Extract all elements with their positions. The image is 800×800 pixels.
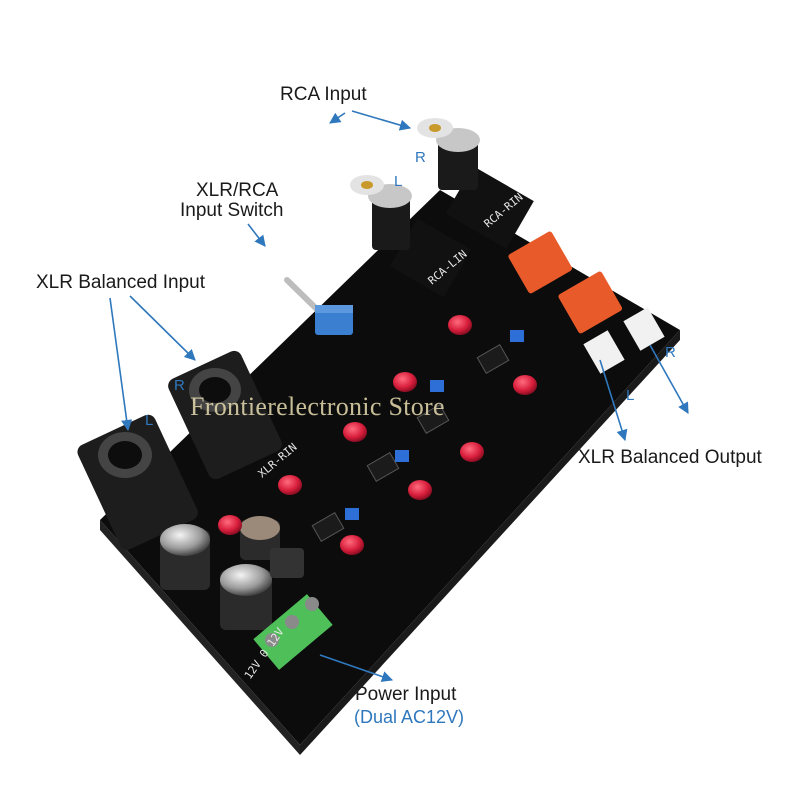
xlr-rca-switch-label-line1: XLR/RCA <box>196 180 279 201</box>
callout-arrows <box>109 110 689 682</box>
xlr-left-connector <box>77 414 198 550</box>
orange-relays <box>508 231 623 334</box>
filter-capacitors <box>160 516 304 630</box>
xlr-output-headers <box>583 307 665 374</box>
xlr-balanced-output-label: XLR Balanced Output <box>578 447 762 468</box>
rca-input-label: RCA Input <box>280 84 367 105</box>
xlr-rca-toggle-switch <box>284 277 353 335</box>
xlr-in-left-marker: L <box>145 412 154 429</box>
xlr-in-right-marker: R <box>174 377 185 394</box>
rca-right-marker: R <box>415 149 426 166</box>
xlr-balanced-input-label: XLR Balanced Input <box>36 272 206 293</box>
power-input-sublabel: (Dual AC12V) <box>354 707 465 727</box>
xlr-rca-switch-label-line2: Input Switch <box>180 200 284 221</box>
store-watermark: Frontierelectronic Store <box>190 392 445 421</box>
xlr-right-connector <box>168 350 282 480</box>
rca-left-marker: L <box>394 173 403 190</box>
rca-right-connector <box>417 118 534 249</box>
film-capacitors <box>345 330 524 520</box>
xlr-out-right-marker: R <box>665 344 676 361</box>
xlr-out-left-marker: L <box>626 387 635 404</box>
power-terminal-block <box>253 594 333 670</box>
rca-left-connector <box>350 175 472 298</box>
op-amp-chips <box>311 344 510 542</box>
signal-capacitors <box>218 315 537 555</box>
power-input-label: Power Input <box>355 684 457 705</box>
